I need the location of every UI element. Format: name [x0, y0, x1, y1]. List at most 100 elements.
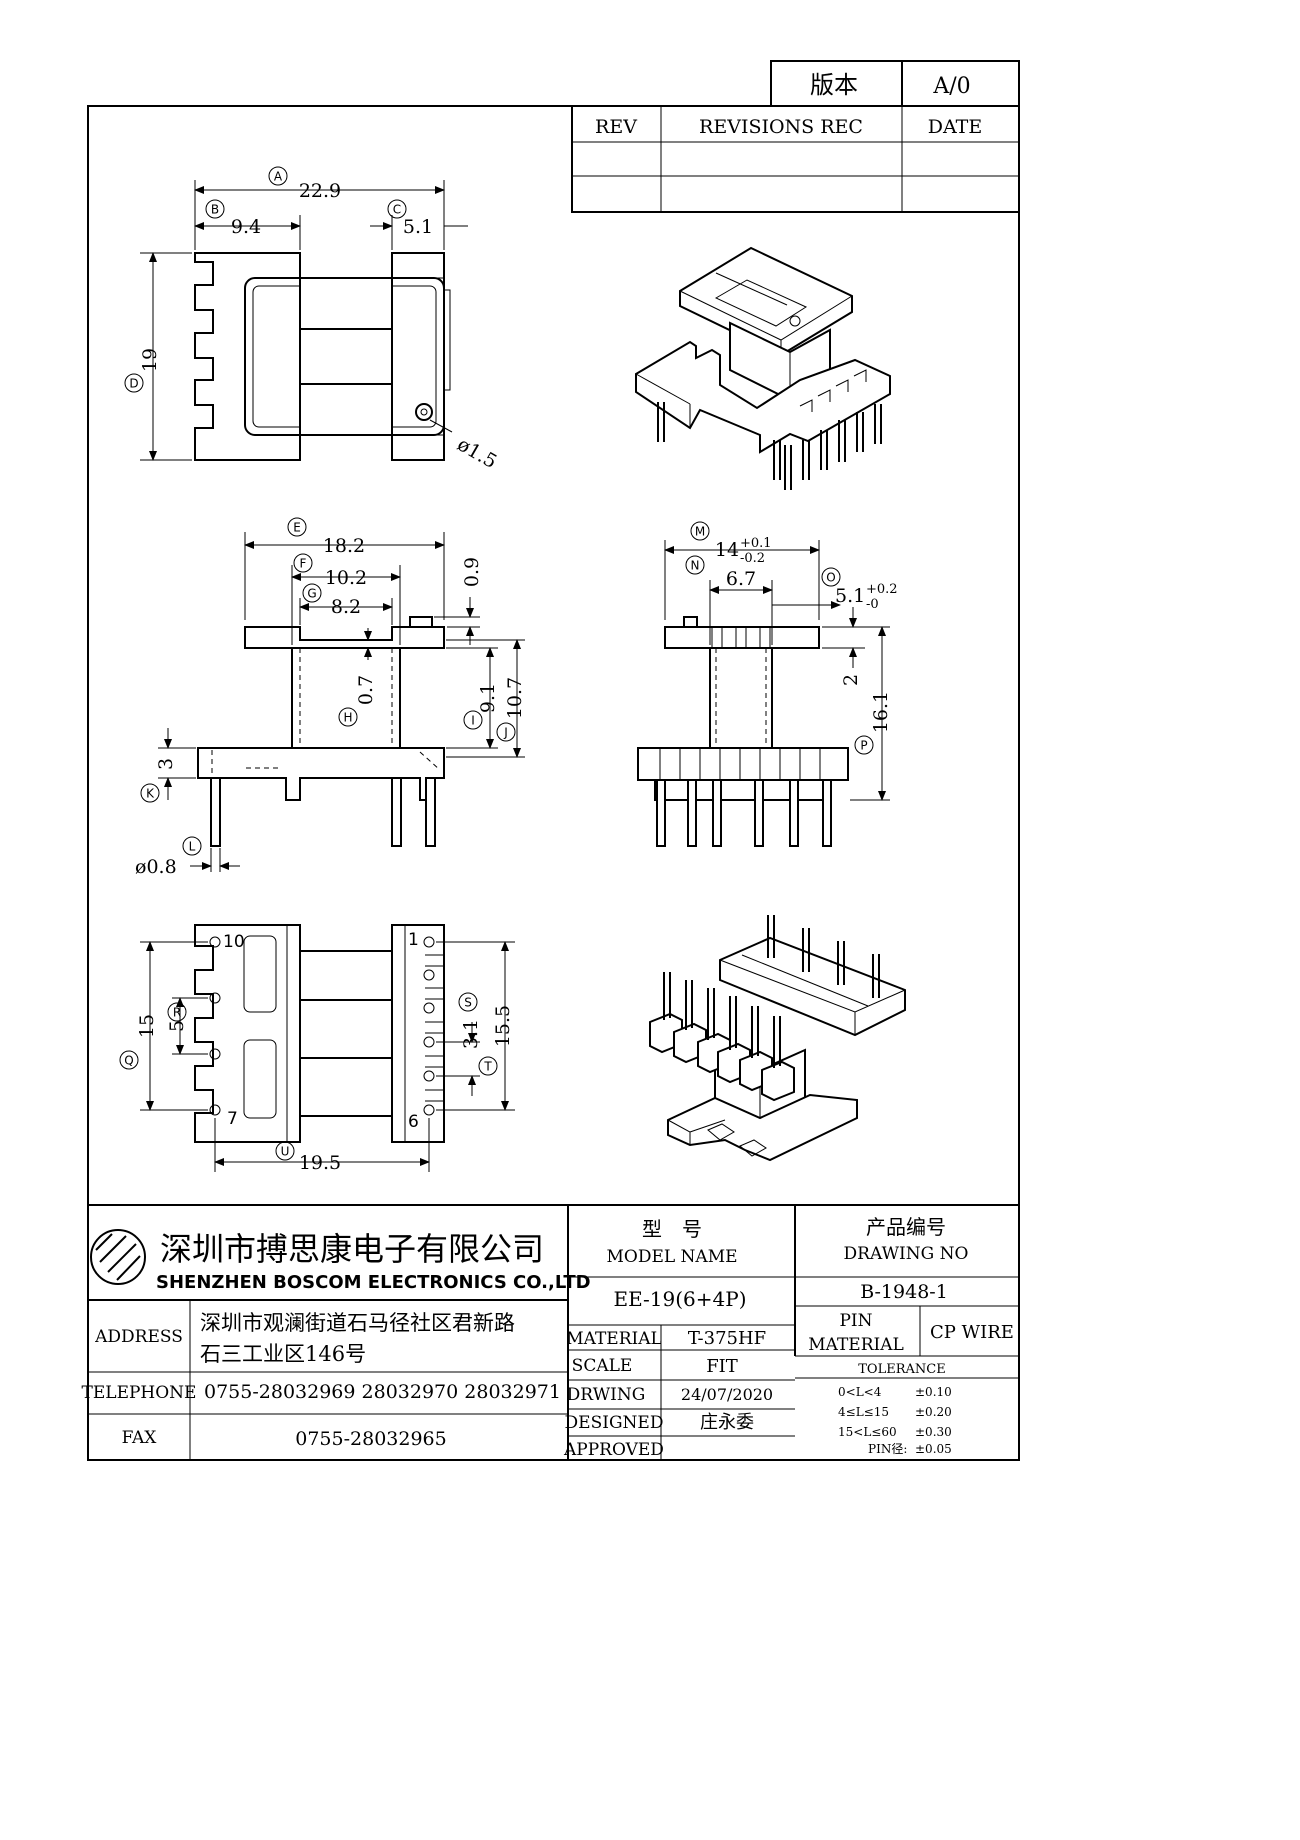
isometric-view-top — [635, 246, 891, 490]
balloon-h-circle — [338, 707, 358, 727]
material-label: MATERIAL — [566, 1329, 662, 1349]
fax-label: FAX — [122, 1428, 158, 1448]
bottom-view: 10 7 1 6 15 5 15.5 3.1 19.5 — [136, 924, 515, 1174]
dim-f-value: 10.2 — [325, 567, 367, 589]
technical-drawing: 版本 A/0 REV REVISIONS REC DATE ø1.5 — [82, 60, 1020, 1461]
drawing-no-label-cn: 产品编号 — [866, 1215, 946, 1239]
balloon-g: G — [307, 587, 316, 601]
balloon-g-circle — [302, 583, 322, 603]
model-value: EE-19(6+4P) — [613, 1287, 746, 1311]
balloon-p: P — [860, 739, 867, 753]
material-value: T-375HF — [688, 1328, 766, 1349]
address-line-1: 深圳市观澜街道石马径社区君新路 — [200, 1311, 515, 1335]
balloon-a: A — [274, 170, 283, 184]
tolerance-range-2: 4≤L≤15 — [838, 1405, 889, 1419]
dim-e-value: 18.2 — [323, 535, 365, 557]
dim-c-value: 5.1 — [403, 216, 433, 238]
balloon-f-circle — [293, 553, 313, 573]
version-box: 版本 A/0 — [770, 60, 1020, 107]
tolerance-value-3: ±0.30 — [915, 1425, 952, 1439]
tolerance-value-4: ±0.05 — [915, 1442, 952, 1456]
dim-t-value: 3.1 — [460, 1019, 482, 1049]
dim-h-value: 0.7 — [355, 675, 377, 705]
balloon-u-circle — [275, 1141, 295, 1161]
address-line-2: 石三工业区146号 — [200, 1342, 366, 1366]
dim-top-step-value: 0.9 — [461, 557, 483, 587]
balloon-c-circle — [387, 199, 407, 219]
balloon-j-circle — [496, 722, 516, 742]
balloon-o: O — [826, 571, 835, 585]
telephone-label: TELEPHONE — [82, 1383, 197, 1403]
dim-m-value: 6.7 — [726, 568, 756, 590]
balloon-i: I — [471, 714, 475, 728]
version-label: 版本 — [810, 71, 858, 99]
drawing-no-label-en: DRAWING NO — [844, 1244, 969, 1264]
company-name-en: SHENZHEN BOSCOM ELECTRONICS CO.,LTD — [156, 1272, 591, 1293]
balloon-i-circle — [463, 710, 483, 730]
pin-material-value: CP WIRE — [930, 1322, 1014, 1343]
model-label-en: MODEL NAME — [606, 1247, 737, 1267]
rev-header: REV — [595, 116, 637, 138]
isometric-view-bottom — [649, 915, 906, 1162]
drwing-label: DRWING — [567, 1385, 646, 1405]
tolerance-range-3: 15<L≤60 — [838, 1425, 897, 1439]
scale-label: SCALE — [572, 1356, 633, 1376]
balloon-a-circle — [268, 166, 288, 186]
balloon-o-circle — [821, 567, 841, 587]
telephone-value: 0755-28032969 28032970 28032971 — [204, 1381, 561, 1403]
balloon-n: N — [691, 559, 700, 573]
front-view: 18.2 10.2 8.2 0.9 0.7 9.1 10.7 — [135, 532, 526, 878]
dim-j-value: 10.7 — [504, 677, 526, 719]
balloon-p-circle — [854, 735, 874, 755]
balloon-d-circle — [124, 373, 144, 393]
tolerance-range-4: PIN径: — [868, 1442, 907, 1456]
scale-value: FIT — [706, 1356, 738, 1377]
pin-label-7: 7 — [227, 1109, 238, 1129]
balloon-r: R — [173, 1006, 181, 1020]
balloon-d: D — [129, 377, 138, 391]
balloon-n-circle — [685, 555, 705, 575]
side-view: 14 +0.1 -0.2 6.7 5.1 +0.2 -0 2 16.1 — [637, 536, 898, 847]
revision-table: REV REVISIONS REC DATE — [571, 105, 1020, 213]
dim-l-value: 14 — [715, 539, 739, 561]
top-view: ø1.5 22.9 9.4 5.1 19 — [139, 180, 501, 473]
dim-r-value: 5 — [166, 1020, 188, 1032]
balloon-m: M — [695, 525, 705, 539]
balloon-k: K — [146, 787, 155, 801]
dim-d-value: 19 — [139, 348, 161, 372]
company-name-cn: 深圳市搏思康电子有限公司 — [160, 1230, 544, 1268]
version-value: A/0 — [932, 74, 970, 99]
balloon-h: H — [343, 711, 352, 725]
pin-label-1: 1 — [408, 930, 419, 950]
balloon-e: E — [293, 521, 301, 535]
company-logo — [90, 1229, 146, 1285]
dim-n-tol-plus: +0.2 — [866, 582, 898, 597]
dim-a-value: 22.9 — [299, 180, 341, 202]
dim-i-value: 9.1 — [477, 683, 499, 713]
tolerance-value-2: ±0.20 — [915, 1405, 952, 1419]
balloon-l: L — [189, 840, 196, 854]
designed-value: 庄永委 — [700, 1412, 754, 1433]
balloon-s-circle — [458, 992, 478, 1012]
balloon-b-circle — [205, 199, 225, 219]
tolerance-label: TOLERANCE — [858, 1362, 945, 1377]
dim-s-value: 15.5 — [492, 1005, 514, 1047]
pin-material-label-1: PIN — [839, 1311, 872, 1331]
balloon-q-circle — [119, 1050, 139, 1070]
balloon-j: J — [503, 726, 508, 740]
pin-material-label-2: MATERIAL — [808, 1335, 904, 1355]
dim-b-value: 9.4 — [231, 216, 261, 238]
balloon-q: Q — [124, 1054, 133, 1068]
balloon-k-circle — [140, 783, 160, 803]
balloon-e-circle — [287, 517, 307, 537]
dim-u-value: 19.5 — [299, 1152, 341, 1174]
designed-label: DESIGNED — [565, 1413, 664, 1433]
dim-p-value: ø0.8 — [135, 856, 177, 878]
balloon-t: T — [483, 1060, 492, 1074]
balloon-f: F — [300, 557, 307, 571]
balloon-c: C — [393, 203, 401, 217]
balloon-r-circle — [167, 1002, 187, 1022]
model-label-cn: 型 号 — [642, 1217, 702, 1241]
balloon-l-circle — [182, 836, 202, 856]
